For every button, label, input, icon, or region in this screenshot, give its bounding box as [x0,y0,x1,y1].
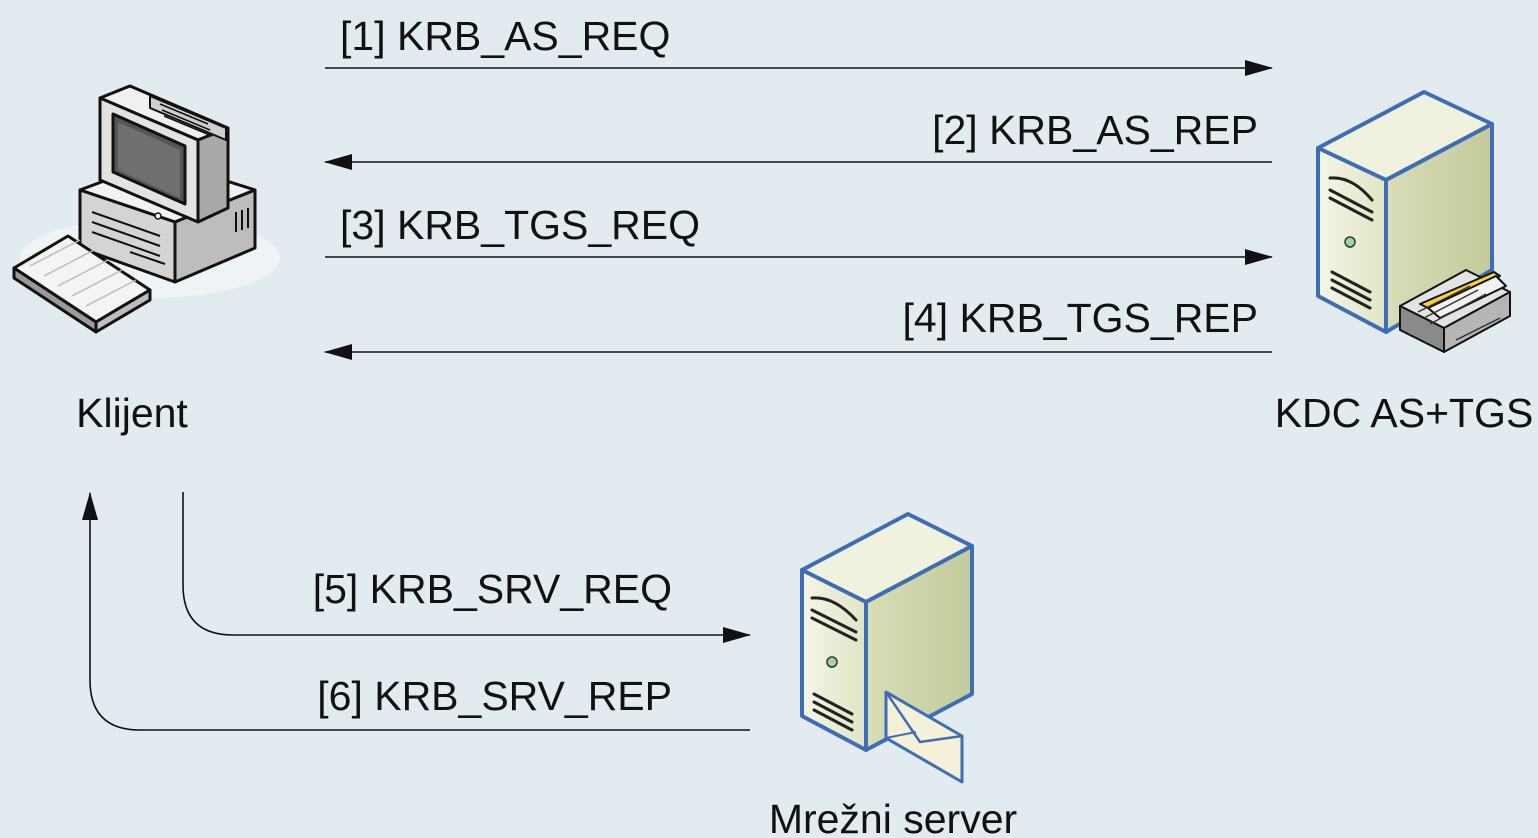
message-label-srv-rep: [6] KRB_SRV_REP [317,673,672,719]
node-label-service: Mrežni server [769,796,1017,838]
ticket-reader-icon [1399,269,1511,353]
message-label-as-rep: [2] KRB_AS_REP [932,107,1258,153]
message-label-tgs-req: [3] KRB_TGS_REQ [340,202,700,248]
arrow-srv-rep [82,492,750,731]
envelope-icon [884,690,964,784]
message-label-srv-req: [5] KRB_SRV_REQ [313,566,672,612]
message-label-tgs-rep: [4] KRB_TGS_REP [903,295,1258,341]
node-label-client: Klijent [76,390,188,436]
desktop-computer-icon [12,84,280,334]
node-label-kdc: KDC AS+TGS [1275,390,1534,436]
message-label-as-req: [1] KRB_AS_REQ [340,13,670,59]
arrow-srv-req [182,492,751,643]
